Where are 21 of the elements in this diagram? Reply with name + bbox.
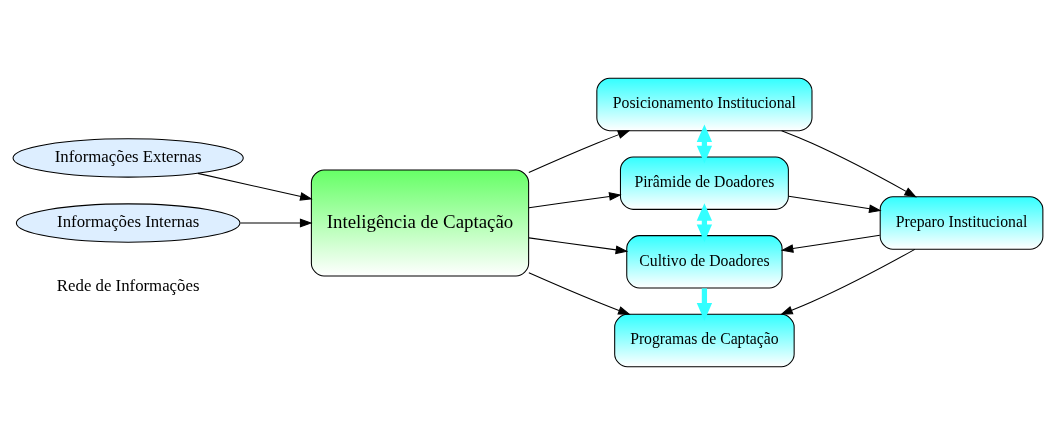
- node-box: Cultivo de Doadores: [626, 235, 783, 289]
- node-box: Preparo Institucional: [879, 196, 1044, 250]
- arrow: [528, 130, 631, 174]
- arrow: [781, 130, 917, 198]
- node-box: Programas de Captação: [614, 313, 795, 368]
- arrow: [197, 172, 313, 201]
- arrow: [528, 272, 631, 315]
- arrow: [780, 234, 881, 253]
- arrow: [528, 237, 629, 255]
- node-ellipse: Informações Internas: [15, 203, 241, 243]
- label: Rede de Informações: [56, 276, 200, 296]
- node-box: Posicionamento Institucional: [596, 77, 813, 132]
- node-ellipse: Informações Externas: [12, 138, 244, 178]
- arrow: [696, 124, 713, 164]
- node-box: Inteligência de Captação: [310, 169, 530, 277]
- node-box: Pirâmide de Doadores: [619, 156, 789, 210]
- arrow: [788, 195, 882, 214]
- arrow: [528, 192, 622, 209]
- arrow: [239, 218, 313, 228]
- arrow: [780, 248, 916, 315]
- arrow: [696, 203, 713, 242]
